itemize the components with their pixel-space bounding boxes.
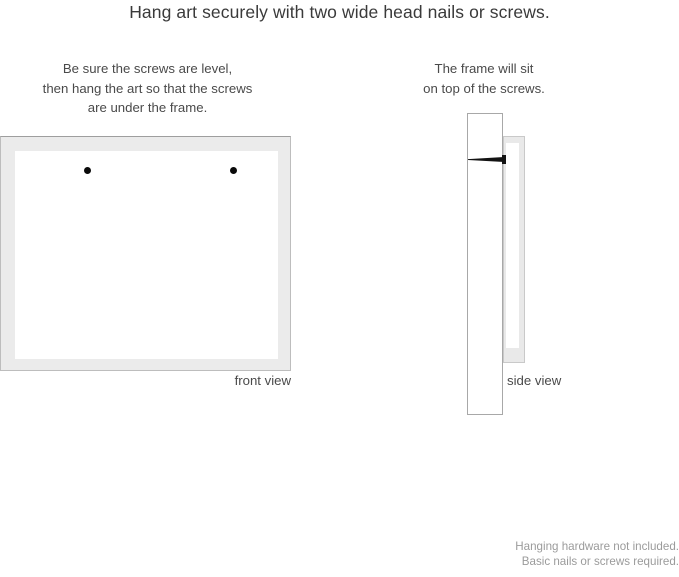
front-view-caption: Be sure the screws are level, then hang … (5, 59, 290, 118)
page-title: Hang art securely with two wide head nai… (129, 2, 550, 22)
wall-cross-section (467, 113, 503, 415)
side-view-illustration (460, 108, 610, 423)
hardware-disclaimer: Hanging hardware not included. Basic nai… (279, 540, 679, 569)
front-view-label: front view (234, 373, 291, 388)
screw-dot-right-icon (230, 167, 237, 174)
front-view-caption-line-3: are under the frame. (87, 100, 208, 115)
screw-dot-left-icon (84, 167, 91, 174)
side-view-label: side view (507, 373, 562, 388)
nail-icon (468, 155, 509, 164)
side-view-caption: The frame will sit on top of the screws. (394, 59, 574, 98)
hardware-disclaimer-line-1: Hanging hardware not included. (515, 540, 679, 553)
hardware-disclaimer-line-2: Basic nails or screws required. (521, 554, 679, 568)
picture-frame-mat (15, 151, 278, 359)
front-view-illustration (0, 136, 291, 371)
frame-cross-section-inner (506, 143, 519, 348)
side-view-caption-line-2: on top of the screws. (423, 80, 545, 96)
picture-frame-border (0, 136, 291, 371)
side-view-caption-line-1: The frame will sit (434, 61, 534, 76)
front-view-caption-line-1: Be sure the screws are level, (62, 61, 233, 76)
front-view-caption-line-2: then hang the art so that the screws (42, 80, 253, 96)
